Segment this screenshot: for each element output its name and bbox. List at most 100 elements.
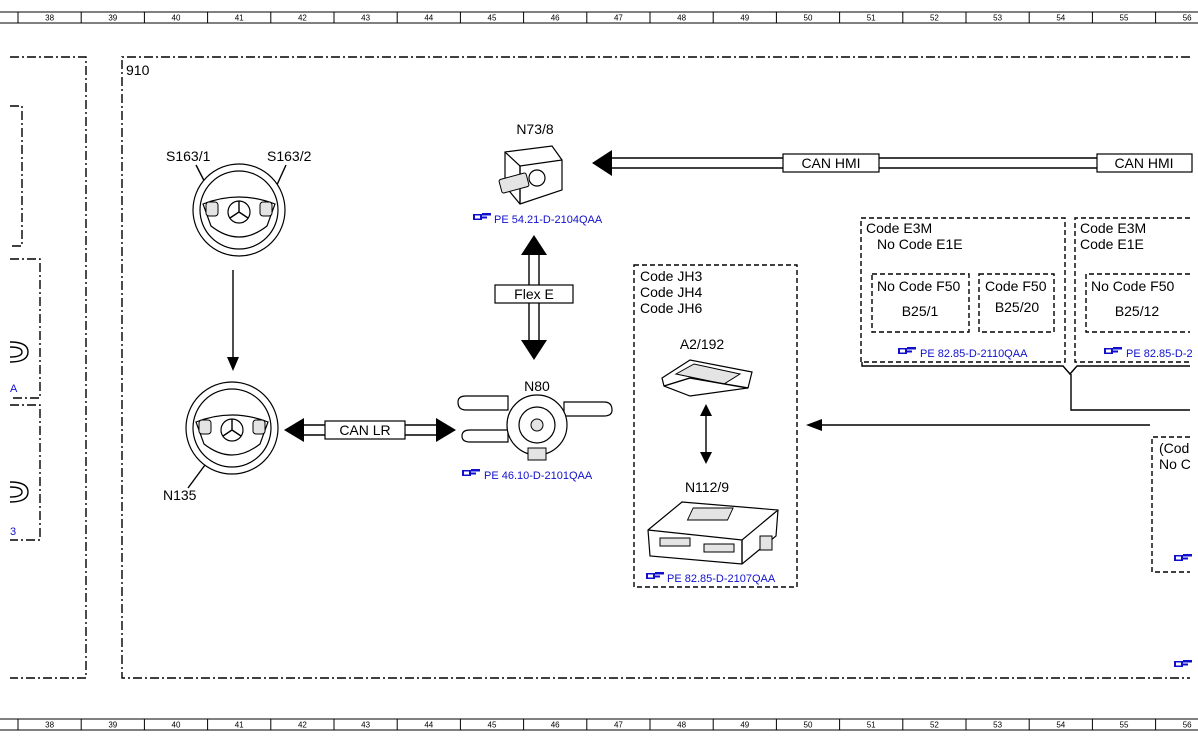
b25-12-label[interactable]: B25/12: [1115, 303, 1160, 319]
ruler-column-47: 47: [614, 721, 623, 730]
code-jh4: Code JH4: [640, 284, 702, 300]
code-box-e3m-1: Code E3M No Code E1E No Code F50 B25/1 C…: [860, 217, 1066, 363]
n73-8-ref[interactable]: PE 54.21-D-2104QAA: [494, 214, 603, 226]
a2-192-module[interactable]: A2/192: [661, 336, 753, 397]
ruler-column-50: 50: [804, 14, 813, 23]
n135-steering-wheel[interactable]: N135: [163, 381, 279, 503]
n80-label: N80: [524, 378, 550, 394]
ruler-column-49: 49: [740, 721, 749, 730]
a2-192-label: A2/192: [680, 336, 725, 352]
can-lr-bus[interactable]: CAN LR: [284, 418, 456, 442]
ruler-column-41: 41: [235, 14, 244, 23]
pointing-hand-icon: [898, 347, 916, 354]
b25-group-2-ref[interactable]: PE 82.85-D-2: [1126, 348, 1193, 360]
ruler-column-38: 38: [45, 721, 54, 730]
ruler-column-38: 38: [45, 14, 54, 23]
can-hmi-label-2: CAN HMI: [1114, 155, 1173, 171]
ignition-lock-icon: [498, 145, 563, 205]
code-box-cut: (Cod No C: [1151, 436, 1192, 667]
no-code-e1e: No Code E1E: [877, 236, 963, 252]
ruler-column-56: 56: [1183, 721, 1192, 730]
sensor-connection: [806, 362, 1190, 431]
ruler-column-44: 44: [424, 721, 433, 730]
ruler-column-45: 45: [488, 14, 497, 23]
code-box-jh: Code JH3 Code JH4 Code JH6 A2/192 N112/9: [633, 264, 798, 588]
pointing-hand-icon: [646, 572, 664, 579]
ruler-column-46: 46: [551, 14, 560, 23]
code-e3m-1: Code E3M: [866, 220, 932, 236]
ruler-column-55: 55: [1120, 14, 1129, 23]
ruler-column-51: 51: [867, 14, 876, 23]
can-hmi-label-1: CAN HMI: [801, 155, 860, 171]
steering-wheel-switches[interactable]: S163/1 S163/2: [166, 148, 312, 257]
ruler-column-42: 42: [298, 14, 307, 23]
ruler-column-53: 53: [993, 721, 1002, 730]
left-cutoff-frame: A 3: [9, 56, 87, 679]
pointing-hand-icon: [1174, 554, 1192, 561]
left-cut-ref-b[interactable]: 3: [10, 526, 16, 538]
steering-wheel-icon: [185, 381, 279, 475]
n112-9-module[interactable]: N112/9 PE 82.85-D-2107QAA: [646, 479, 779, 585]
ruler-column-40: 40: [172, 721, 181, 730]
s163-2-label: S163/2: [267, 148, 312, 164]
ruler-column-51: 51: [867, 721, 876, 730]
ruler-column-46: 46: [551, 721, 560, 730]
antenna-module-icon: [661, 359, 753, 397]
ruler-column-50: 50: [804, 721, 813, 730]
steering-column-module-icon: [457, 394, 613, 461]
b25-20-label[interactable]: B25/20: [995, 299, 1040, 315]
n80-ref[interactable]: PE 46.10-D-2101QAA: [484, 470, 593, 482]
n135-label: N135: [163, 487, 197, 503]
ruler-column-40: 40: [172, 14, 181, 23]
ruler-column-48: 48: [677, 721, 686, 730]
no-code-f50-1: No Code F50: [877, 278, 960, 294]
pointing-hand-icon: [473, 213, 491, 220]
code-cut-1: (Cod: [1159, 440, 1189, 456]
steering-wheel-icon: [192, 163, 286, 257]
n80-steering-column-module[interactable]: N80 PE 46.10-D-2101QAA: [457, 378, 613, 482]
ruler-column-48: 48: [677, 14, 686, 23]
main-frame: 910: [121, 56, 1190, 679]
ruler-column-45: 45: [488, 721, 497, 730]
code-jh3: Code JH3: [640, 268, 702, 284]
ruler-column-49: 49: [740, 14, 749, 23]
code-cut-2: No C: [1159, 456, 1191, 472]
frame-label: 910: [126, 62, 150, 78]
ruler-column-47: 47: [614, 14, 623, 23]
no-code-f50-2: No Code F50: [1091, 278, 1174, 294]
n73-8-label: N73/8: [516, 121, 554, 137]
ruler-column-42: 42: [298, 721, 307, 730]
n112-9-ref[interactable]: PE 82.85-D-2107QAA: [667, 573, 776, 585]
b25-1-label[interactable]: B25/1: [902, 303, 939, 319]
ruler-column-53: 53: [993, 14, 1002, 23]
ruler-column-52: 52: [930, 721, 939, 730]
s163-1-label: S163/1: [166, 148, 211, 164]
code-e1e: Code E1E: [1080, 236, 1144, 252]
n73-8-ignition-lock[interactable]: N73/8 PE 54.21-D-2104QAA: [473, 121, 603, 226]
ruler-column-54: 54: [1056, 14, 1065, 23]
ruler-column-54: 54: [1056, 721, 1065, 730]
flex-e-label: Flex E: [514, 286, 554, 302]
ruler-column-39: 39: [108, 721, 117, 730]
ruler-column-44: 44: [424, 14, 433, 23]
n112-9-label: N112/9: [685, 479, 729, 495]
left-cut-ref-a[interactable]: A: [10, 383, 18, 395]
ruler-column-55: 55: [1120, 721, 1129, 730]
b25-group-1-ref[interactable]: PE 82.85-D-2110QAA: [920, 348, 1028, 360]
can-hmi-bus[interactable]: CAN HMI CAN HMI: [592, 150, 1193, 176]
bottom-ruler: 38 39 40 41 42 43 44 45 46 47 48 49 50 51 52 53 54 55 56: [0, 718, 1198, 731]
flex-e-bus[interactable]: Flex E: [494, 235, 574, 360]
code-box-e3m-2: Code E3M Code E1E No Code F50 B25/12 PE …: [1074, 217, 1193, 363]
ruler-column-56: 56: [1183, 14, 1192, 23]
can-lr-label: CAN LR: [339, 422, 390, 438]
ruler-column-39: 39: [108, 14, 117, 23]
code-f50: Code F50: [985, 278, 1047, 294]
control-unit-icon: [647, 501, 779, 565]
ruler-column-43: 43: [361, 721, 370, 730]
ruler-column-41: 41: [235, 721, 244, 730]
ruler-column-52: 52: [930, 14, 939, 23]
pointing-hand-icon: [1174, 660, 1192, 667]
pointing-hand-icon: [462, 469, 480, 476]
